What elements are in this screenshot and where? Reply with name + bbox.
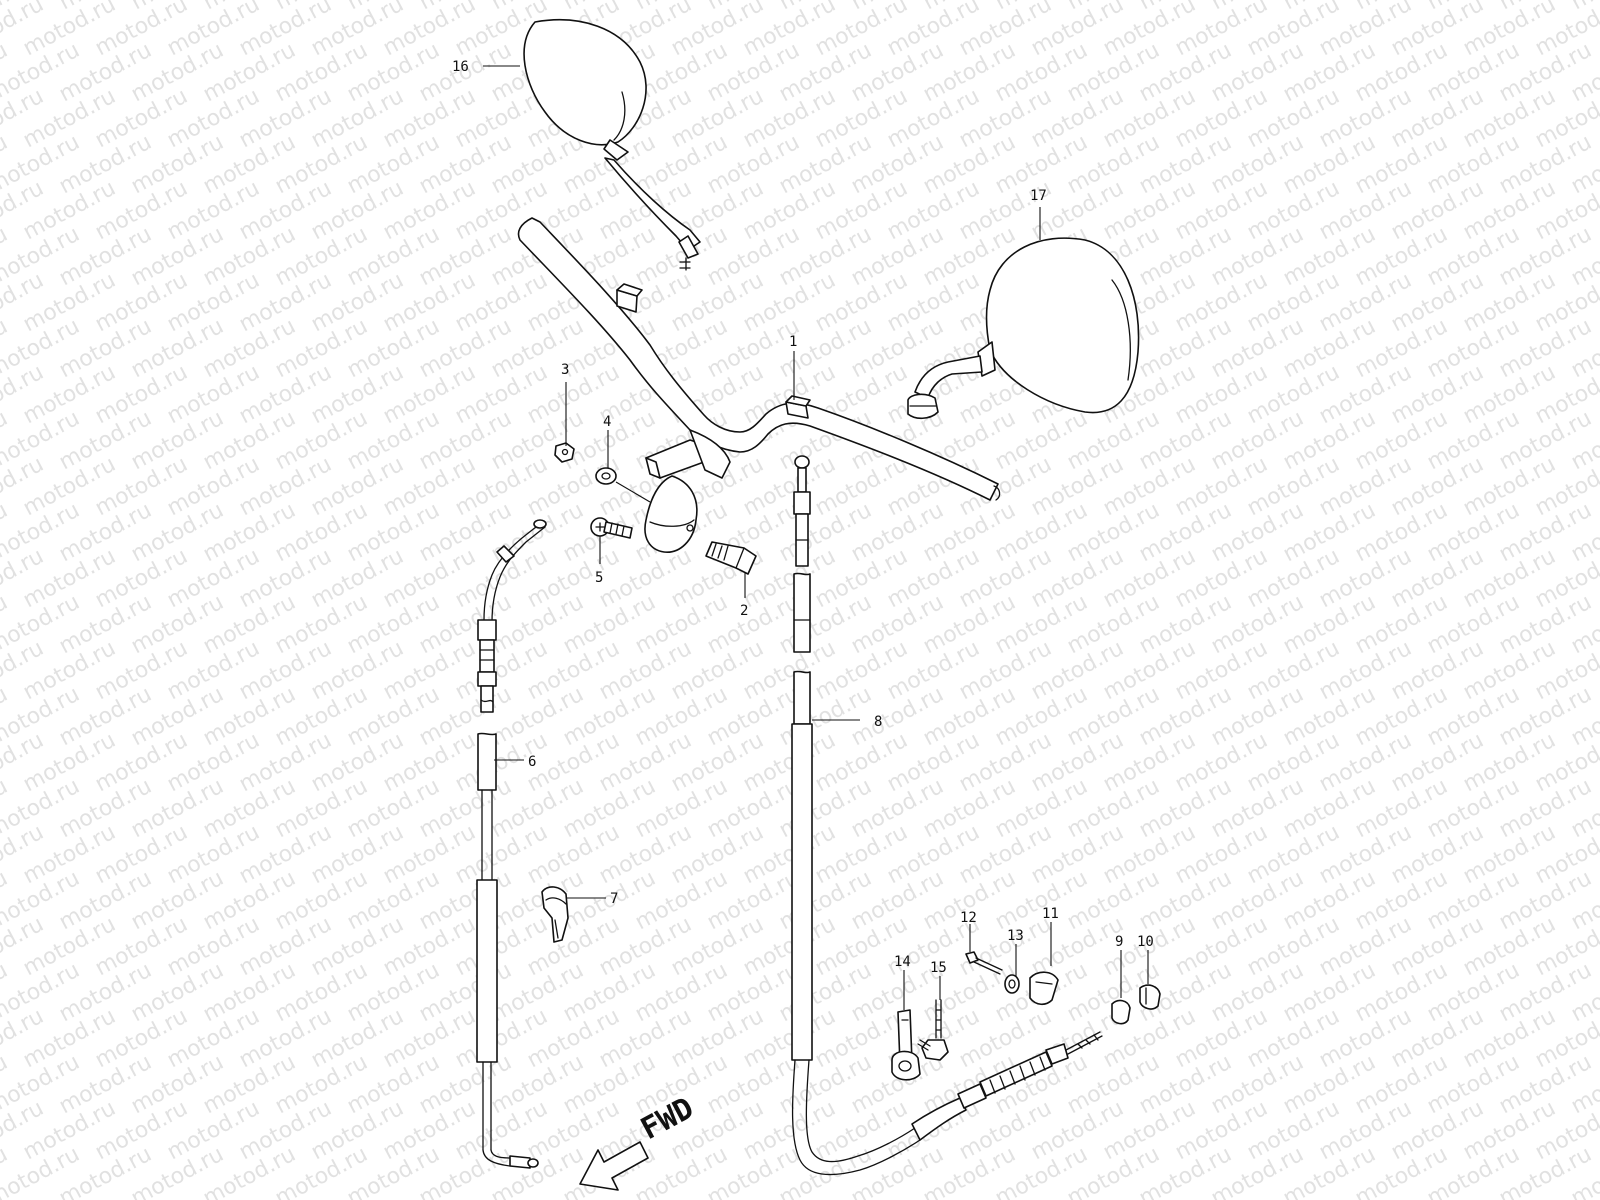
callout-10: 10: [1137, 934, 1154, 950]
throttle-cable: [476, 519, 547, 1169]
callout-1: 1: [789, 334, 797, 350]
bolt-large: [705, 541, 757, 575]
brake-cable: [791, 455, 1103, 1176]
callout-16: 16: [452, 59, 469, 75]
spring-washer: [1004, 974, 1020, 994]
callout-17: 17: [1030, 188, 1047, 204]
cover: [1029, 971, 1059, 1006]
handlebar: [517, 217, 1001, 553]
callout-15: 15: [930, 960, 947, 976]
callout-5: 5: [595, 570, 603, 586]
screw: [965, 951, 1003, 975]
callout-9: 9: [1115, 934, 1123, 950]
cable-guide: [891, 1009, 921, 1081]
callout-14: 14: [894, 954, 911, 970]
cable-boot: [541, 886, 569, 943]
guide-bolt: [917, 999, 949, 1061]
callout-6: 6: [528, 754, 536, 770]
bolt-small: [590, 517, 633, 539]
callout-8: 8: [874, 714, 882, 730]
cable-end-cap: [1111, 999, 1131, 1025]
cable-end-nut: [1139, 984, 1161, 1010]
right-mirror: [907, 237, 1140, 420]
left-mirror: [523, 19, 701, 271]
callout-13: 13: [1007, 928, 1024, 944]
washer: [595, 467, 651, 503]
callout-7: 7: [610, 891, 618, 907]
fwd-arrow-icon: [579, 1141, 649, 1191]
callout-4: 4: [603, 414, 611, 430]
leader-lines: [483, 65, 1149, 1010]
callouts: 16 17 1 3 4 5 2 6 8 7 12 11 13 9 10 14 1…: [452, 59, 1154, 976]
callout-2: 2: [740, 603, 748, 619]
callout-12: 12: [960, 910, 977, 926]
callout-11: 11: [1042, 906, 1059, 922]
callout-3: 3: [561, 362, 569, 378]
